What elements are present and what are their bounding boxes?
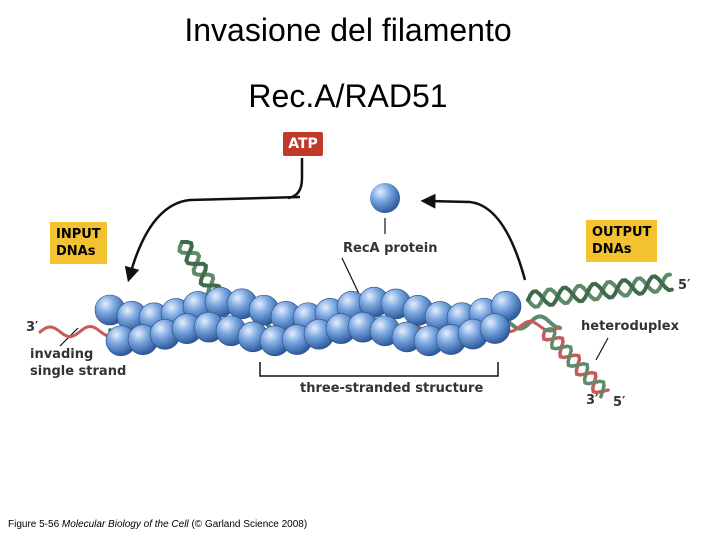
title-line-2: Rec.A/RAD51 (248, 78, 448, 114)
caption-book: Molecular Biology of the Cell (61, 519, 189, 530)
reca-filament-pointer (341, 257, 361, 297)
output-label-line-2: DNAs (592, 242, 632, 257)
end-5-right: 5′ (678, 278, 691, 293)
invading-line-2: single strand (30, 364, 127, 379)
input-helix-b (180, 240, 223, 305)
figure-caption: Figure 5-56 Molecular Biology of the Cel… (8, 519, 307, 530)
three-stranded-bracket (259, 362, 499, 377)
arrow-atp-down (287, 158, 304, 200)
reca-filament (94, 286, 522, 357)
end-3-left: 3′ (26, 320, 39, 335)
reca-protein-label: RecA protein (343, 241, 438, 256)
invading-strand-label: invading single strand (30, 346, 126, 380)
heteroduplex-pointer (595, 337, 609, 361)
output-dnas-label: OUTPUT DNAs (586, 220, 658, 262)
input-label-line-2: DNAs (56, 244, 96, 259)
caption-figure: Figure 5-56 (8, 519, 60, 530)
heteroduplex-label: heteroduplex (581, 319, 679, 334)
title-line-1: Invasione del filamento (184, 12, 512, 48)
invading-line-1: invading (30, 347, 94, 362)
output-label-line-1: OUTPUT (592, 225, 652, 240)
output-helix-b (526, 274, 674, 307)
arrow-cycle-right (420, 193, 527, 281)
arrow-cycle-left (124, 195, 301, 283)
atp-label: ATP (283, 132, 323, 156)
heteroduplex-b (543, 327, 606, 399)
free-reca-protein (370, 183, 400, 213)
input-dnas-label: INPUT DNAs (50, 222, 107, 264)
three-stranded-label: three-stranded structure (300, 381, 484, 396)
caption-credit: (© Garland Science 2008) (191, 519, 308, 530)
reca-monomer (479, 313, 511, 344)
input-label-line-1: INPUT (56, 227, 101, 242)
end-5-bottom: 5′ (613, 395, 626, 410)
end-3-bottom: 3′ (586, 393, 599, 408)
